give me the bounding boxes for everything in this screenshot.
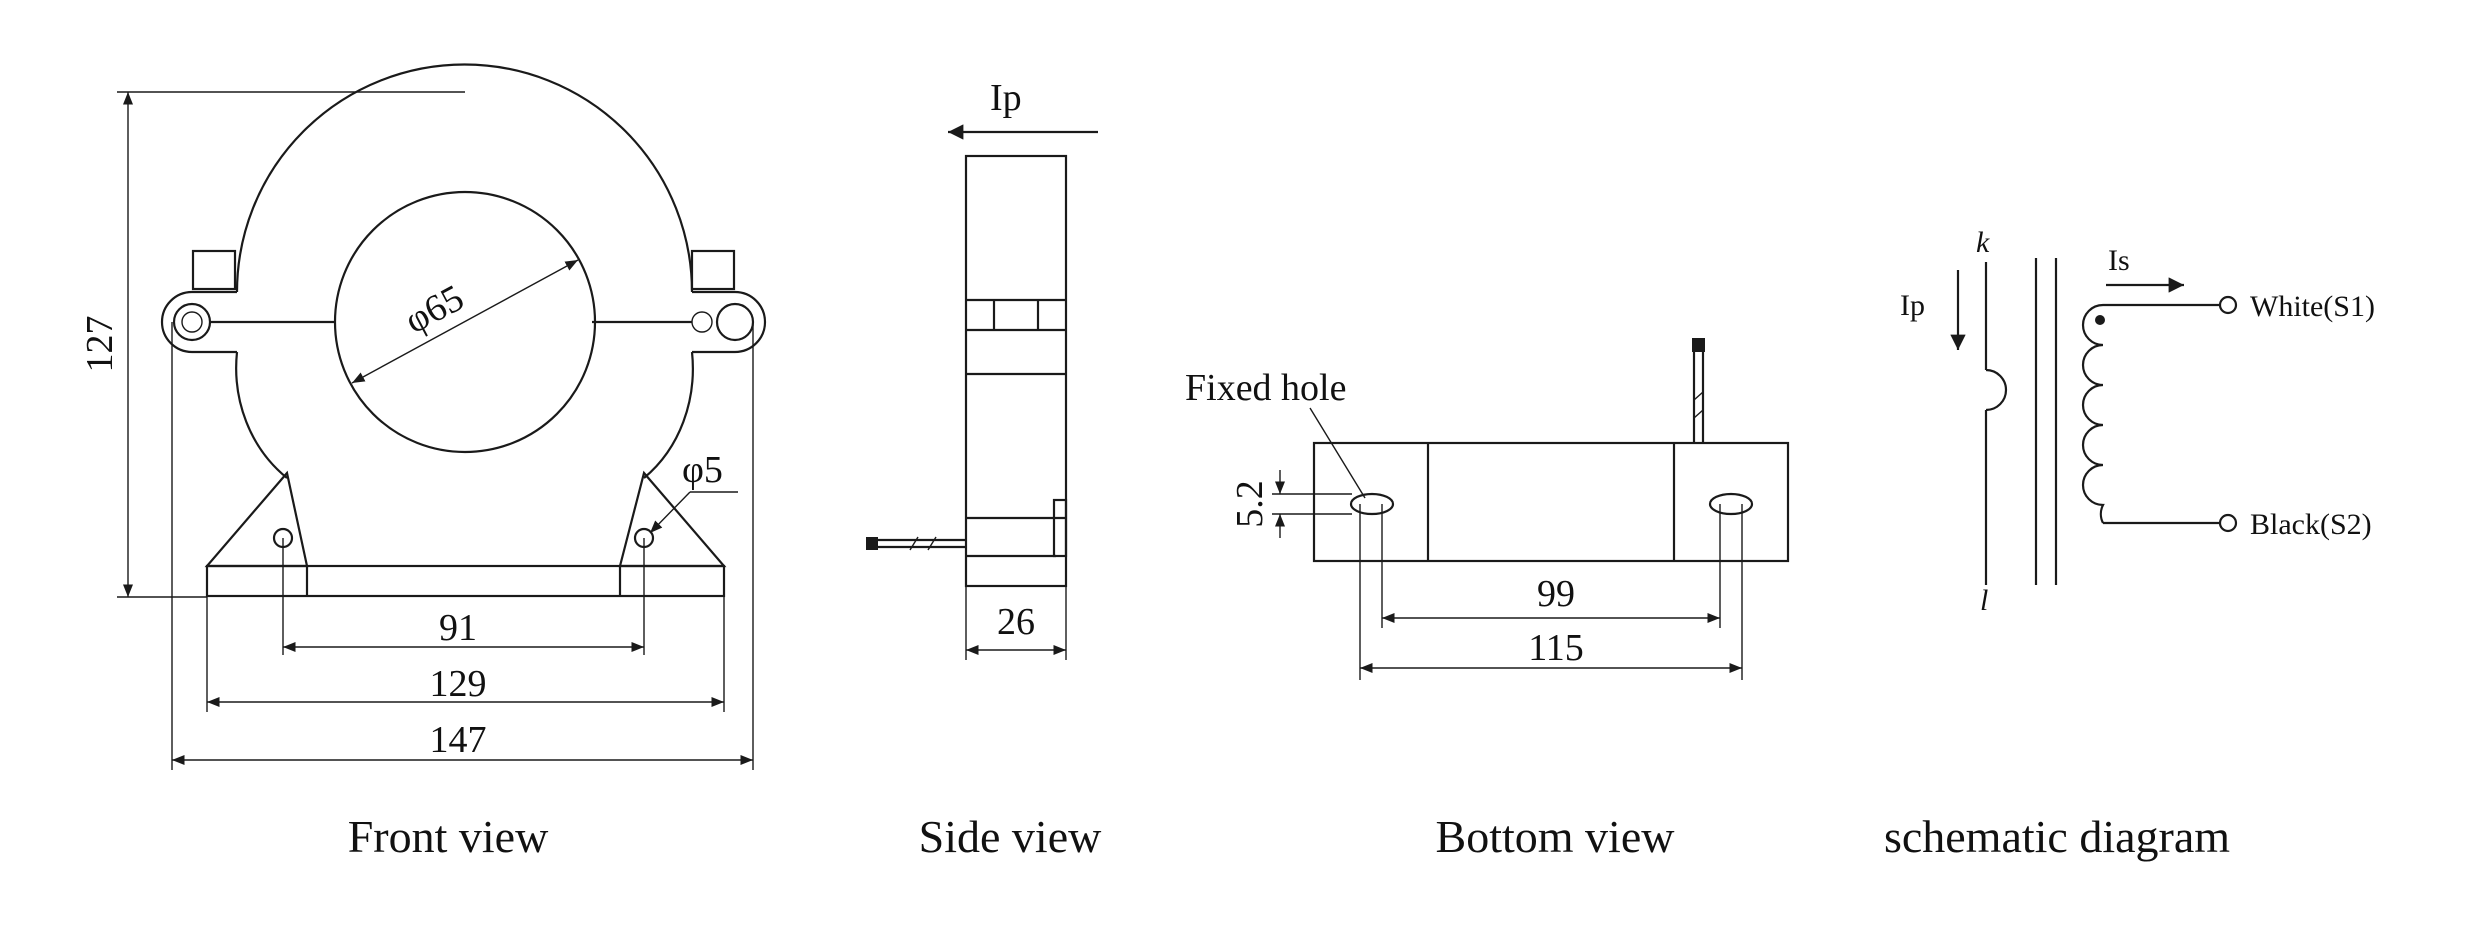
left-foot (204, 470, 309, 568)
right-ear (692, 290, 767, 354)
bore-circle (333, 190, 597, 454)
terminal-k-label: k (1976, 226, 1990, 259)
left-ear (160, 290, 237, 354)
black-terminal-label: Black(S2) (2250, 508, 2372, 541)
schematic-diagram: k l Ip White(S1) Black(S2) Is schematic … (1884, 226, 2375, 862)
right-tab (690, 249, 736, 291)
left-ear-bolt (172, 302, 212, 342)
hole-spacing-bottom-label: 99 (1537, 573, 1575, 615)
side-current-label: Ip (990, 77, 1022, 119)
housing-outer-arc (235, 63, 694, 293)
side-view: Ip 26 Side view (866, 77, 1102, 862)
housing-left-side (235, 351, 288, 479)
hole-spacing-label: 91 (439, 607, 477, 649)
thickness-dimension-label: 26 (997, 601, 1035, 643)
left-fixed-hole (1349, 492, 1395, 516)
bore-diameter-label: φ65 (398, 277, 471, 342)
schematic-caption: schematic diagram (1884, 811, 2230, 862)
base-width-label: 129 (430, 663, 487, 705)
bottom-body (1312, 441, 1790, 563)
left-tab (191, 249, 237, 291)
hole-diameter-label: φ5 (682, 449, 723, 491)
hole-height-label: 5.2 (1229, 480, 1271, 528)
height-dimension-label: 127 (79, 316, 121, 373)
white-terminal (2218, 295, 2238, 315)
side-view-caption: Side view (919, 811, 1102, 862)
terminal-l-label: l (1980, 584, 1988, 617)
black-terminal (2218, 513, 2238, 533)
front-view-caption: Front view (348, 811, 549, 862)
front-view: φ65 127 φ5 91 129 147 Front view (79, 63, 767, 862)
bottom-view-caption: Bottom view (1436, 811, 1676, 862)
bottom-view: Fixed hole 5.2 99 115 Bottom view (1185, 338, 1790, 862)
side-body (964, 154, 1068, 588)
primary-current-label: Ip (1900, 289, 1925, 322)
total-width-label: 147 (430, 719, 487, 761)
right-ear-bolt (715, 302, 755, 342)
total-length-label: 115 (1528, 627, 1584, 669)
white-terminal-label: White(S1) (2250, 290, 2375, 323)
base-plate (205, 564, 726, 598)
fixed-hole-label: Fixed hole (1185, 367, 1346, 409)
secondary-current-label: Is (2108, 244, 2130, 277)
right-fixed-hole (1708, 492, 1754, 516)
housing-right-side (643, 351, 694, 479)
secondary-coil (2081, 303, 2105, 524)
